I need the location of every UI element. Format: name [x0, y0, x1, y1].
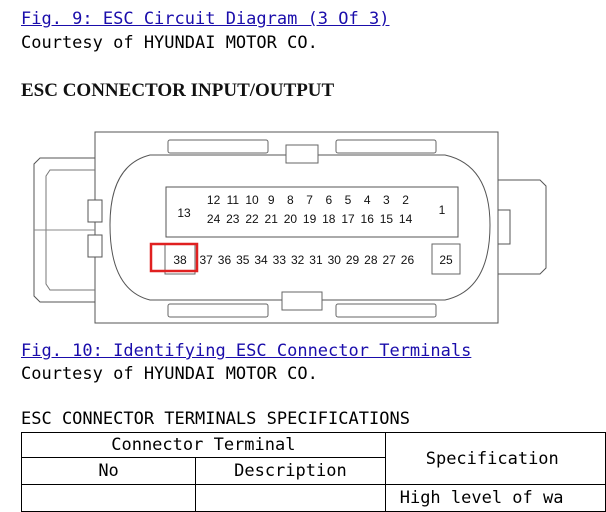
connector-left-tab-top: [87, 199, 103, 223]
fig10-caption-link[interactable]: Fig. 10: Identifying ESC Connector Termi…: [21, 341, 472, 361]
table-row-1-no: [20, 484, 197, 512]
pin-label-5: 5: [345, 193, 352, 207]
connector-terminal-group-header: Connector Terminal: [21, 432, 386, 458]
pin-label-26: 26: [401, 253, 415, 267]
pin-label-18: 18: [322, 212, 336, 226]
pin-label-27: 27: [382, 253, 396, 267]
pin-label-36: 36: [218, 253, 232, 267]
pin-label-19: 19: [303, 212, 317, 226]
no-header: No: [20, 457, 197, 485]
connector-left-tab-bottom: [87, 234, 103, 258]
table-row-1-description: [195, 484, 386, 512]
pin-label-38: 38: [173, 253, 187, 267]
pin-label-1: 1: [439, 203, 446, 217]
pin-label-35: 35: [236, 253, 250, 267]
pin-label-22: 22: [245, 212, 259, 226]
fig10-courtesy: Courtesy of HYUNDAI MOTOR CO.: [21, 364, 318, 384]
fig9-caption-link[interactable]: Fig. 9: ESC Circuit Diagram (3 Of 3): [21, 9, 390, 29]
pin-label-2: 2: [402, 193, 409, 207]
specification-header: Specification: [384, 432, 606, 485]
pin-label-14: 14: [399, 212, 413, 226]
description-header: Description: [195, 457, 386, 485]
pin-label-34: 34: [254, 253, 268, 267]
pin-label-7: 7: [306, 193, 313, 207]
pin-label-12: 12: [207, 193, 221, 207]
pin-label-28: 28: [364, 253, 378, 267]
pin-label-9: 9: [268, 193, 275, 207]
connector-top-key-center: [285, 144, 319, 164]
pin-label-32: 32: [291, 253, 305, 267]
pin-label-23: 23: [226, 212, 240, 226]
pin-label-3: 3: [383, 193, 390, 207]
pin-label-8: 8: [287, 193, 294, 207]
terminals-spec-title: ESC CONNECTOR TERMINALS SPECIFICATIONS: [21, 409, 410, 429]
pin-38-highlight-box: [149, 242, 199, 273]
connector-right-latch: [498, 179, 547, 275]
pin-label-24: 24: [207, 212, 221, 226]
connector-top-keyway-right: [335, 139, 437, 154]
pin-label-15: 15: [380, 212, 394, 226]
pin-label-6: 6: [325, 193, 332, 207]
pin-label-30: 30: [328, 253, 342, 267]
connector-bottom-key-center: [281, 291, 323, 311]
pin-label-17: 17: [341, 212, 355, 226]
fig9-courtesy: Courtesy of HYUNDAI MOTOR CO.: [21, 33, 318, 53]
pin-label-21: 21: [265, 212, 279, 226]
pin-label-4: 4: [364, 193, 371, 207]
pin-label-20: 20: [284, 212, 298, 226]
connector-right-tab: [497, 209, 511, 245]
terminal-spec-table: Connector Terminal Specification No Desc…: [20, 432, 606, 512]
table-row-1-specification: High level of wa: [384, 484, 606, 512]
pin-cell-25: [431, 243, 461, 275]
section-heading: ESC CONNECTOR INPUT/OUTPUT: [21, 80, 335, 101]
pin-label-29: 29: [346, 253, 360, 267]
pin-label-31: 31: [309, 253, 323, 267]
pin-label-11: 11: [227, 193, 240, 207]
pin-label-25: 25: [439, 253, 453, 267]
pin-label-33: 33: [273, 253, 287, 267]
connector-top-keyway-left: [167, 139, 269, 154]
connector-bottom-keyway-left: [167, 303, 269, 318]
connector-bottom-keyway-right: [335, 303, 437, 318]
pin-label-13: 13: [177, 206, 191, 220]
pin-label-10: 10: [245, 193, 259, 207]
lower-pin-labels: 38 37 36 35 34 33 32 31 30 29 28 27 26 25: [164, 243, 461, 275]
pin-label-16: 16: [361, 212, 375, 226]
connector-upper-pin-block: [165, 186, 459, 238]
pin-label-37: 37: [199, 253, 213, 267]
